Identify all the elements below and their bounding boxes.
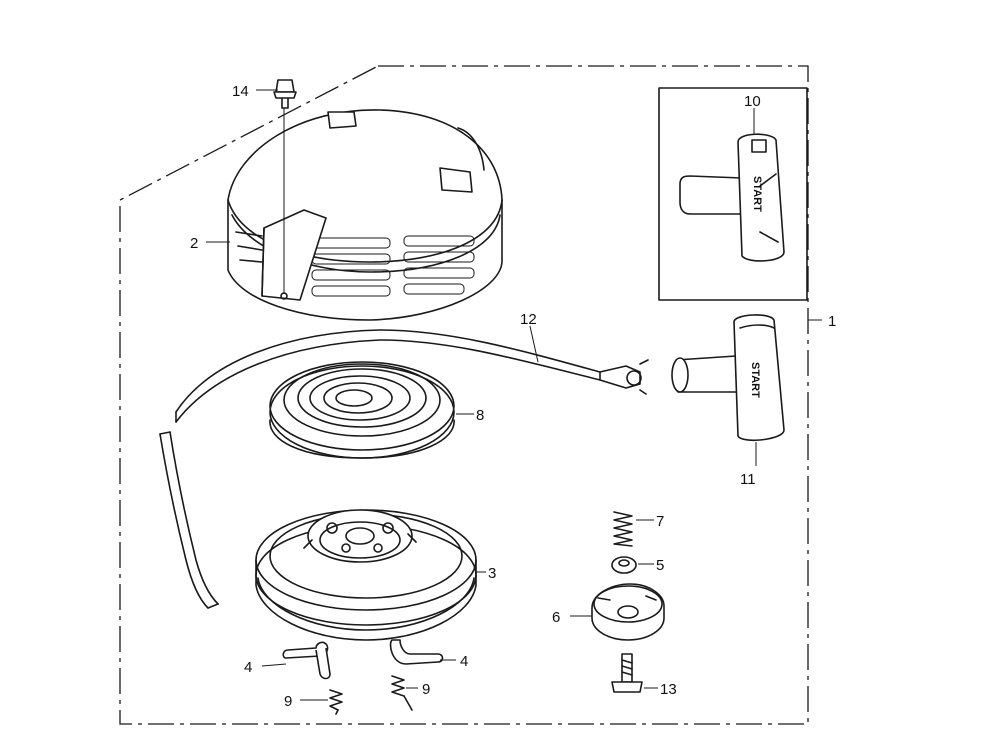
callout-6: 6 [552,609,560,626]
callout-7: 7 [656,513,664,530]
friction-spring-left [329,689,343,715]
ratchet-right [389,639,444,665]
callout-4-left: 4 [244,659,252,676]
setting-screw [611,653,643,693]
assembly-boundary [119,65,809,725]
callout-12: 12 [520,311,537,328]
starter-grip-alt: START [679,133,785,262]
recoil-spring [269,361,455,459]
leader-lines [206,89,822,701]
callout-8: 8 [476,407,484,424]
callout-1: 1 [828,313,836,330]
callout-9-right: 9 [422,681,430,698]
friction-spring-right [391,675,413,711]
flange-bolt [273,79,297,294]
callout-4-right: 4 [460,653,468,670]
spring-7 [613,511,633,547]
callout-9-left: 9 [284,693,292,710]
callout-10: 10 [744,93,761,110]
starter-case [227,109,503,321]
callout-2: 2 [190,235,198,252]
grip-start-text: START [749,362,761,398]
grip-alt-start-text: START [751,176,763,212]
inset-box [658,87,808,301]
callout-labels: 14 2 10 12 1 8 11 7 3 5 6 4 4 13 9 9 [190,83,836,710]
starter-grip: START [671,314,785,442]
washer-5 [611,556,637,574]
callout-11: 11 [740,471,756,488]
starter-rope [159,329,649,609]
callout-3: 3 [488,565,496,582]
callout-5: 5 [656,557,664,574]
callout-14: 14 [232,83,249,100]
starter-reel [255,509,477,641]
ratchet-guide [591,583,665,641]
callout-13: 13 [660,681,677,698]
ratchet-left [282,641,331,680]
